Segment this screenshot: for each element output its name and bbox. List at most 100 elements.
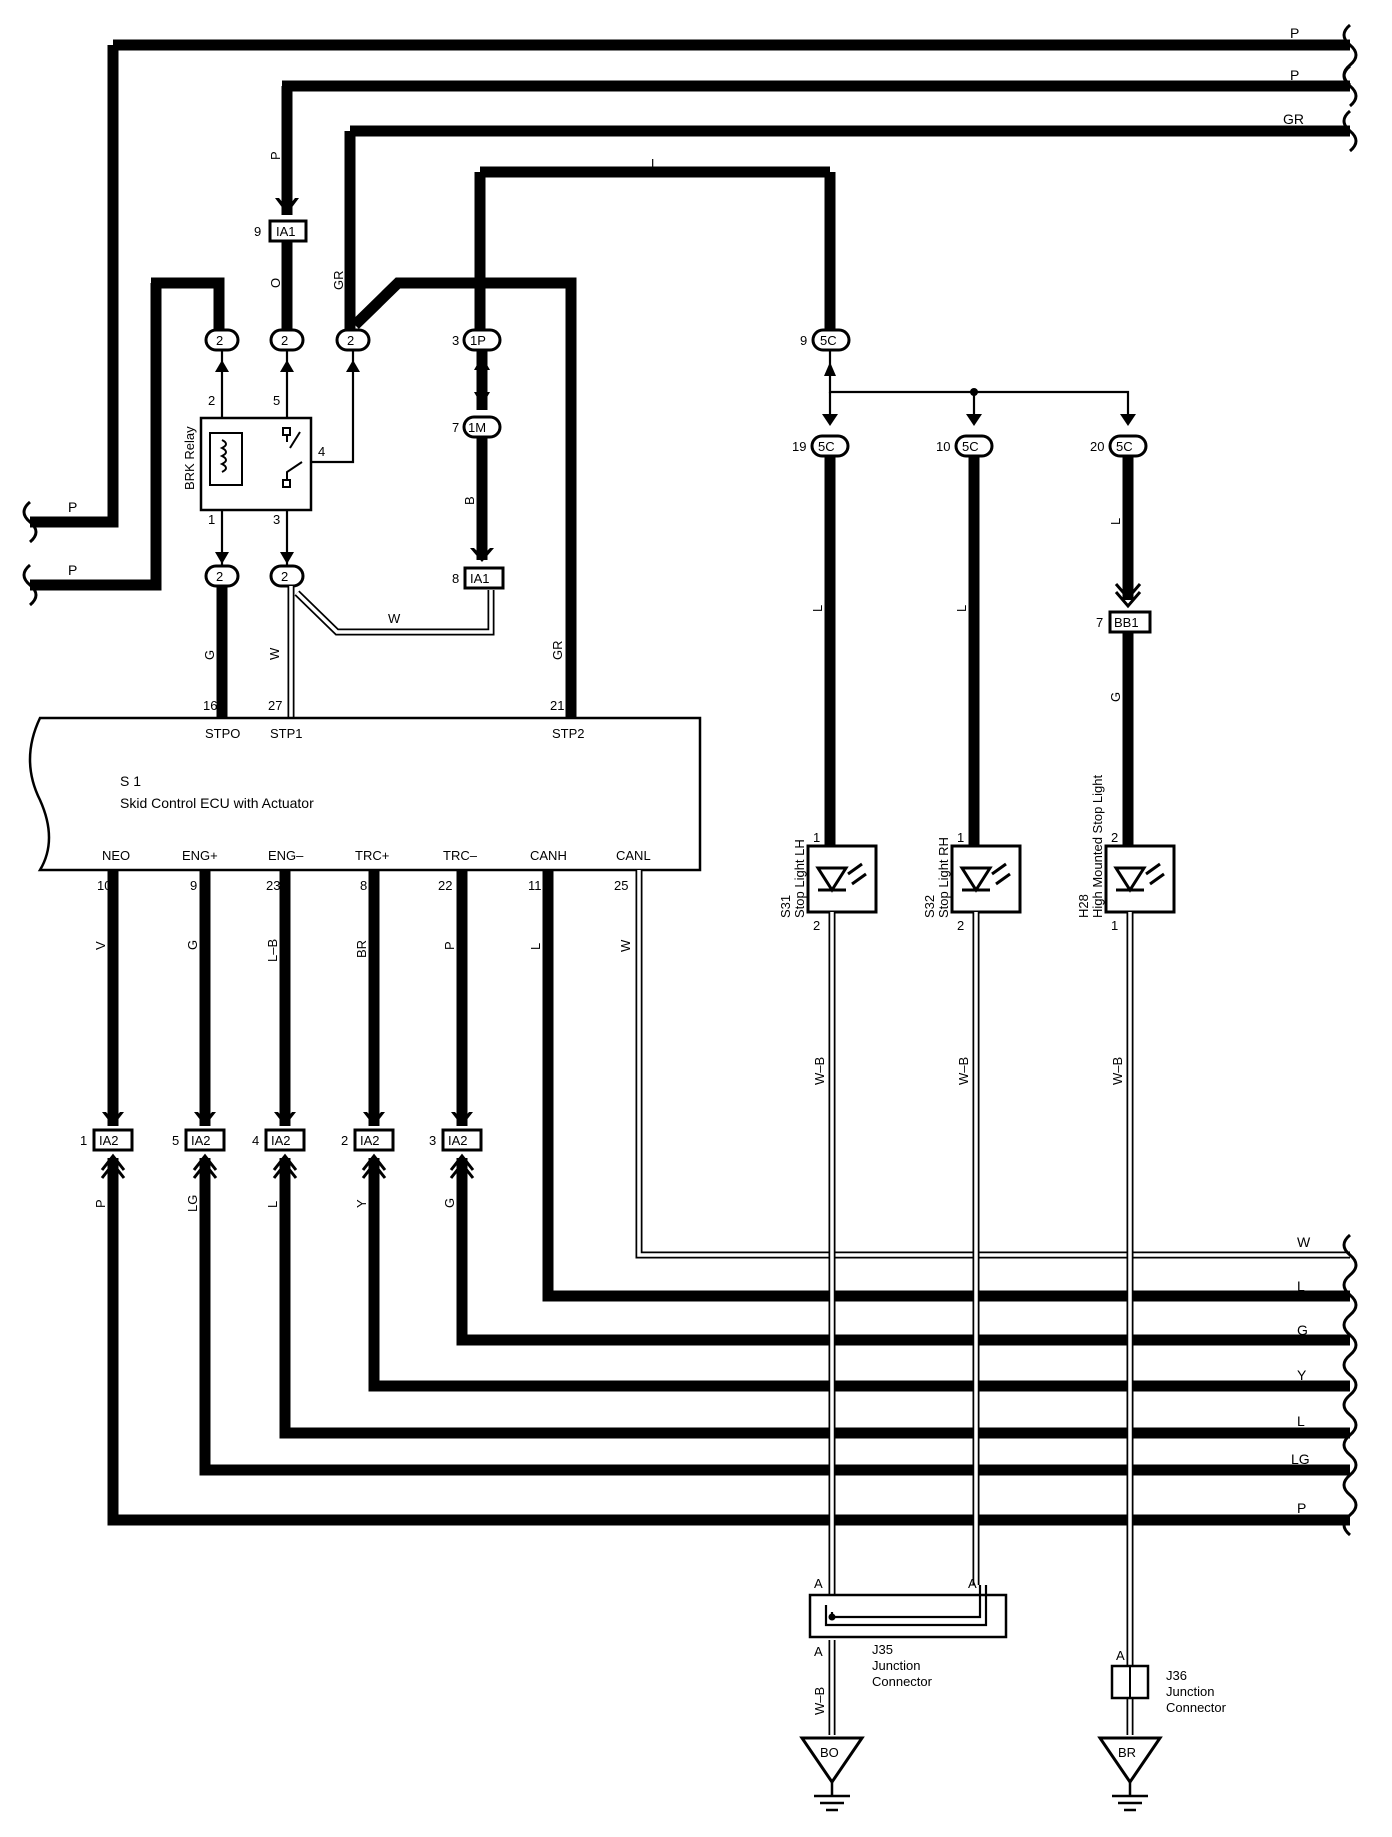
svg-text:2: 2 — [281, 333, 288, 348]
svg-text:L–B: L–B — [265, 939, 280, 962]
svg-text:Junction: Junction — [1166, 1684, 1214, 1699]
svg-text:1: 1 — [957, 830, 964, 845]
connectors-row-2-top: 2 2 2 — [204, 328, 371, 352]
svg-text:S31: S31 — [778, 895, 793, 918]
svg-text:W: W — [388, 611, 401, 626]
svg-text:H28: H28 — [1076, 894, 1091, 918]
svg-text:W–B: W–B — [812, 1687, 827, 1715]
svg-text:2: 2 — [281, 569, 288, 584]
svg-text:3: 3 — [429, 1133, 436, 1148]
svg-text:NEO: NEO — [102, 848, 130, 863]
svg-text:IA2: IA2 — [271, 1133, 291, 1148]
svg-text:W: W — [1297, 1234, 1311, 1250]
left-break-marks — [22, 500, 38, 607]
svg-text:5: 5 — [172, 1133, 179, 1148]
svg-text:L: L — [1297, 1413, 1305, 1429]
svg-text:G: G — [442, 1198, 457, 1208]
svg-text:L: L — [1108, 518, 1123, 525]
svg-text:22: 22 — [438, 878, 452, 893]
svg-text:G: G — [1297, 1322, 1308, 1338]
svg-text:G: G — [1108, 692, 1123, 702]
svg-text:GR: GR — [331, 271, 346, 291]
svg-text:1P: 1P — [470, 333, 486, 348]
svg-text:S32: S32 — [922, 895, 937, 918]
svg-text:27: 27 — [268, 698, 282, 713]
svg-text:STP1: STP1 — [270, 726, 303, 741]
left-wire-p-1: P — [68, 499, 77, 515]
svg-text:B: B — [462, 496, 477, 505]
svg-text:A: A — [814, 1576, 823, 1591]
svg-text:BO: BO — [820, 1745, 839, 1760]
connectors-5c-lights: 5C 19 5C 10 5C 20 — [792, 434, 1148, 458]
svg-text:3: 3 — [273, 512, 280, 527]
svg-text:1: 1 — [80, 1133, 87, 1148]
svg-text:16: 16 — [203, 698, 217, 713]
svg-text:5C: 5C — [962, 439, 979, 454]
svg-text:25: 25 — [614, 878, 628, 893]
svg-text:J35: J35 — [872, 1642, 893, 1657]
svg-text:5C: 5C — [820, 333, 837, 348]
svg-text:7: 7 — [452, 420, 459, 435]
wire-label-p-2: P — [1290, 67, 1299, 83]
light-upper-wires — [824, 456, 1134, 846]
svg-text:10: 10 — [936, 439, 950, 454]
svg-text:2: 2 — [347, 333, 354, 348]
svg-text:W: W — [618, 939, 633, 952]
svg-text:P: P — [93, 1199, 108, 1208]
svg-text:L: L — [651, 156, 658, 171]
svg-text:2: 2 — [208, 393, 215, 408]
svg-text:1M: 1M — [468, 420, 486, 435]
svg-text:7: 7 — [1096, 615, 1103, 630]
svg-text:BR: BR — [354, 940, 369, 958]
wb-lower-wires — [828, 912, 1134, 1735]
svg-text:O: O — [268, 278, 283, 288]
svg-text:IA1: IA1 — [276, 224, 296, 239]
svg-text:IA2: IA2 — [448, 1133, 468, 1148]
svg-text:Connector: Connector — [1166, 1700, 1227, 1715]
ia2-lower-labels: P LG L Y G — [93, 1195, 457, 1212]
svg-text:2: 2 — [813, 918, 820, 933]
ecu-s1: S 1 Skid Control ECU with Actuator 16 ST… — [28, 698, 702, 893]
svg-text:G: G — [202, 650, 217, 660]
svg-text:8: 8 — [360, 878, 367, 893]
ground-br-icon: BR — [1097, 1736, 1163, 1812]
svg-text:9: 9 — [800, 333, 807, 348]
svg-text:19: 19 — [792, 439, 806, 454]
svg-text:L: L — [265, 1201, 280, 1208]
ecu-wire-labels: V G L–B BR P L W — [93, 939, 633, 962]
svg-text:23: 23 — [266, 878, 280, 893]
svg-text:IA2: IA2 — [99, 1133, 119, 1148]
svg-text:W–B: W–B — [812, 1057, 827, 1085]
svg-text:CANL: CANL — [616, 848, 651, 863]
svg-text:V: V — [93, 941, 108, 950]
svg-text:2: 2 — [957, 918, 964, 933]
svg-text:STPO: STPO — [205, 726, 240, 741]
svg-text:Junction: Junction — [872, 1658, 920, 1673]
svg-text:1: 1 — [1111, 918, 1118, 933]
svg-text:ENG–: ENG– — [268, 848, 304, 863]
connector-bb1 — [1108, 610, 1152, 634]
brk-relay: BRK Relay 2 5 1 3 4 — [182, 393, 325, 527]
svg-text:4: 4 — [318, 444, 325, 459]
stop-light-rh: 1 2 S32 Stop Light RH — [922, 830, 1022, 933]
ecu-output-wires — [107, 870, 1350, 1302]
svg-text:Connector: Connector — [872, 1674, 933, 1689]
svg-text:ENG+: ENG+ — [182, 848, 218, 863]
svg-text:IA2: IA2 — [191, 1133, 211, 1148]
svg-text:4: 4 — [252, 1133, 259, 1148]
ecu-id: S 1 — [120, 773, 141, 789]
svg-text:5C: 5C — [1116, 439, 1133, 454]
svg-text:GR: GR — [550, 641, 565, 661]
ia2-lower-wires — [107, 1158, 1350, 1526]
left-wire-p-2: P — [68, 562, 77, 578]
left-wires — [30, 45, 225, 591]
ground-bo-icon: BO — [799, 1736, 865, 1812]
bottom-right-labels: W L G Y L LG P — [1291, 1234, 1311, 1516]
svg-text:P: P — [1297, 1500, 1306, 1516]
svg-text:L: L — [810, 605, 825, 612]
svg-text:IA2: IA2 — [360, 1133, 380, 1148]
svg-text:3: 3 — [452, 333, 459, 348]
svg-text:BR: BR — [1118, 1745, 1136, 1760]
svg-text:STP2: STP2 — [552, 726, 585, 741]
